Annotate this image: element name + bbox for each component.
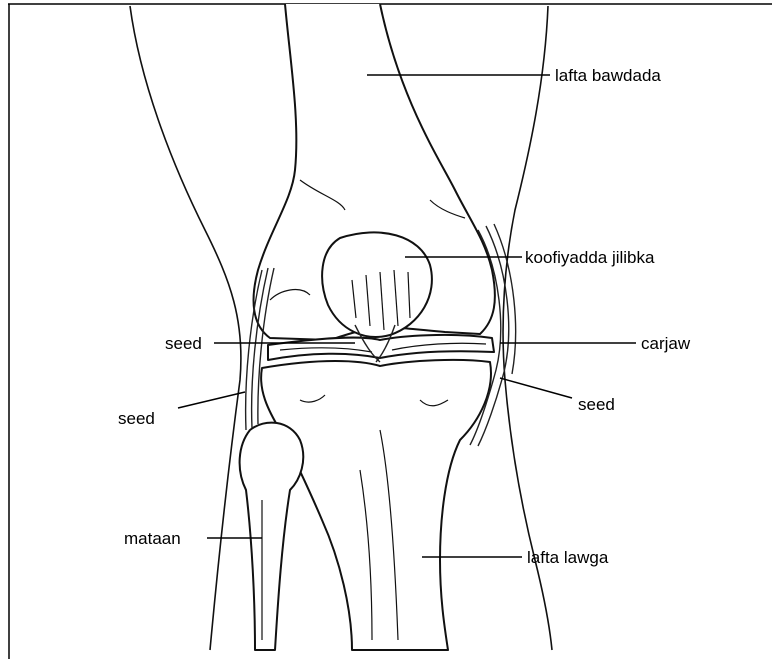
- tibia-bone: [261, 360, 491, 650]
- label-patella: koofiyadda jilibka: [525, 248, 655, 267]
- label-ligament-left-upper: seed: [165, 334, 202, 353]
- label-ligament-left-lower: seed: [118, 409, 155, 428]
- ligament-left-lower-leader: [178, 392, 245, 408]
- ligament-right-leader: [500, 378, 572, 398]
- label-femur: lafta bawdada: [555, 66, 661, 85]
- fibula-bone: [240, 423, 304, 650]
- label-fibula: mataan: [124, 529, 181, 548]
- label-ligament-right: seed: [578, 395, 615, 414]
- label-cartilage: carjaw: [641, 334, 691, 353]
- label-tibia: lafta lawga: [527, 548, 609, 567]
